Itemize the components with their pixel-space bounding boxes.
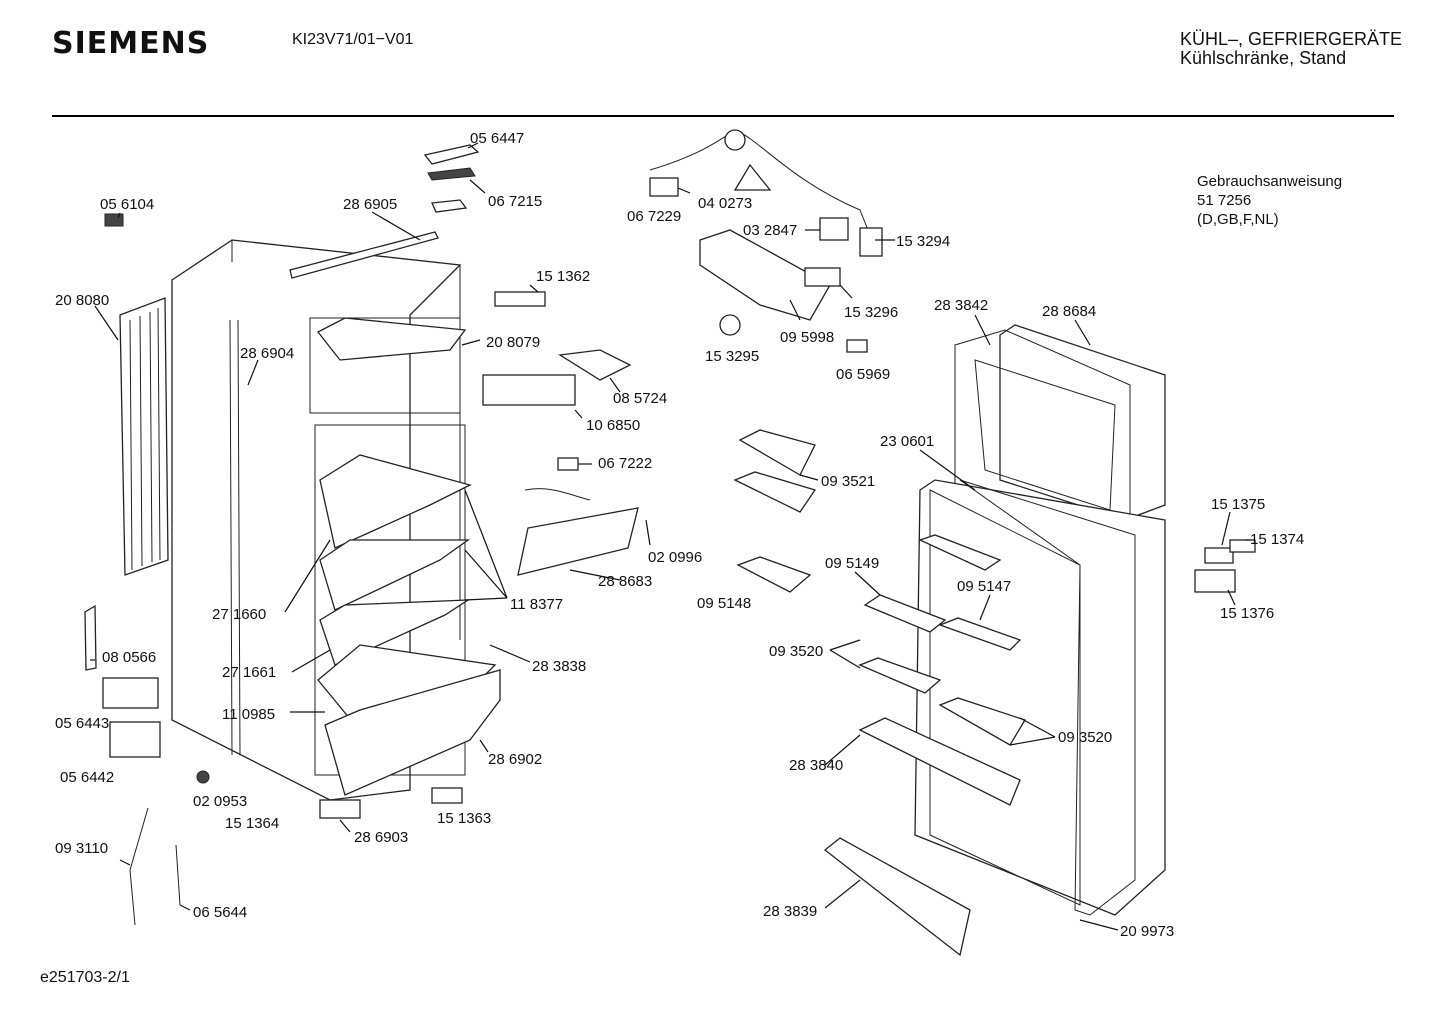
part-label: 20 9973: [1120, 923, 1174, 940]
part-093110: [129, 807, 149, 926]
part-label: 28 3842: [934, 297, 988, 314]
part-286903: [319, 799, 361, 819]
part-label: 10 6850: [586, 417, 640, 434]
part-label: 06 5969: [836, 366, 890, 383]
part-label: 09 5147: [957, 578, 1011, 595]
ice-scraper: [558, 349, 632, 381]
door-assembly: [733, 324, 1256, 957]
part-label: 23 0601: [880, 433, 934, 450]
thermostat-assembly: [649, 129, 883, 353]
part-label: 20 8079: [486, 334, 540, 351]
part-label: 09 5149: [825, 555, 879, 572]
part-label: 28 6902: [488, 751, 542, 768]
part-286905: [289, 231, 439, 279]
part-label: 15 1362: [536, 268, 590, 285]
part-label: 28 6904: [240, 345, 294, 362]
part-label: 15 1376: [1220, 605, 1274, 622]
category-heading: KÜHL–, GEFRIERGERÄTE Kühlschränke, Stand: [1180, 30, 1402, 68]
part-label: 05 6104: [100, 196, 154, 213]
part-label: 27 1660: [212, 606, 266, 623]
part-288683: [517, 507, 639, 576]
part-label: 09 3521: [821, 473, 875, 490]
part-056104: [104, 213, 124, 227]
part-067222: [557, 457, 579, 471]
part-label: 09 3520: [769, 643, 823, 660]
part-label: 06 5644: [193, 904, 247, 921]
part-label: 28 8683: [598, 573, 652, 590]
part-label: 15 3295: [705, 348, 759, 365]
part-label: 08 5724: [613, 390, 667, 407]
manual-number: 51 7256: [1197, 192, 1252, 209]
vegetable-drawer: [324, 669, 501, 796]
manual-reference: Gebrauchsanweisung 51 7256 (D,GB,F,NL): [1197, 172, 1342, 229]
part-label: 05 6447: [470, 130, 524, 147]
part-080566: [84, 604, 97, 671]
ice-cube-tray: [482, 374, 576, 406]
part-056447: [423, 144, 480, 165]
part-label: 11 0985: [222, 706, 275, 723]
leader-lines: [90, 142, 1250, 931]
part-151363: [431, 787, 463, 804]
glass-shelves: [317, 454, 497, 726]
part-label: 28 3838: [532, 658, 586, 675]
part-label: 15 1375: [1211, 496, 1265, 513]
part-label: 05 6442: [60, 769, 114, 786]
category-line-1: KÜHL–, GEFRIERGERÄTE: [1180, 29, 1403, 49]
part-label: 27 1661: [222, 664, 276, 681]
part-label: 28 6903: [354, 829, 408, 846]
part-065644: [175, 844, 181, 906]
part-label: 03 2847: [743, 222, 797, 239]
model-number: KI23V71/01−V01: [292, 31, 414, 48]
category-line-2: Kühlschränke, Stand: [1180, 48, 1347, 68]
part-label: 04 0273: [698, 195, 752, 212]
part-label: 28 3839: [763, 903, 817, 920]
part-067215b: [431, 199, 468, 213]
part-label: 28 6905: [343, 196, 397, 213]
part-label: 06 7222: [598, 455, 652, 472]
part-label: 11 8377: [510, 596, 563, 613]
part-label: 05 6443: [55, 715, 109, 732]
part-label: 06 7215: [488, 193, 542, 210]
part-151362: [494, 291, 546, 307]
part-label: 02 0996: [648, 549, 702, 566]
part-label: 15 3294: [896, 233, 950, 250]
part-label: 09 5998: [780, 329, 834, 346]
manual-languages: (D,GB,F,NL): [1197, 211, 1279, 228]
part-label: 09 3520: [1058, 729, 1112, 746]
part-label: 09 3110: [55, 840, 108, 857]
part-label: 02 0953: [193, 793, 247, 810]
part-056442: [109, 721, 161, 758]
part-020996: [524, 488, 591, 501]
part-020953: [196, 770, 210, 784]
part-label: 28 3840: [789, 757, 843, 774]
part-label: 15 1364: [225, 815, 279, 832]
part-label: 09 5148: [697, 595, 751, 612]
part-labels: 05 6447 06 7215 05 6104 28 6905 20 8080 …: [55, 130, 1304, 940]
part-label: 15 1374: [1250, 531, 1304, 548]
part-label: 20 8080: [55, 292, 109, 309]
part-067215: [427, 167, 476, 181]
brand-logo: SIEMENS: [52, 26, 210, 61]
part-label: 06 7229: [627, 208, 681, 225]
part-label: 15 1363: [437, 810, 491, 827]
header-divider: [52, 115, 1394, 117]
drawing-id: e251703-2/1: [40, 969, 130, 986]
part-056443: [102, 677, 159, 709]
condenser: [119, 297, 169, 576]
part-label: 08 0566: [102, 649, 156, 666]
manual-title: Gebrauchsanweisung: [1197, 173, 1343, 190]
part-label: 15 3296: [844, 304, 898, 321]
part-label: 28 8684: [1042, 303, 1096, 320]
